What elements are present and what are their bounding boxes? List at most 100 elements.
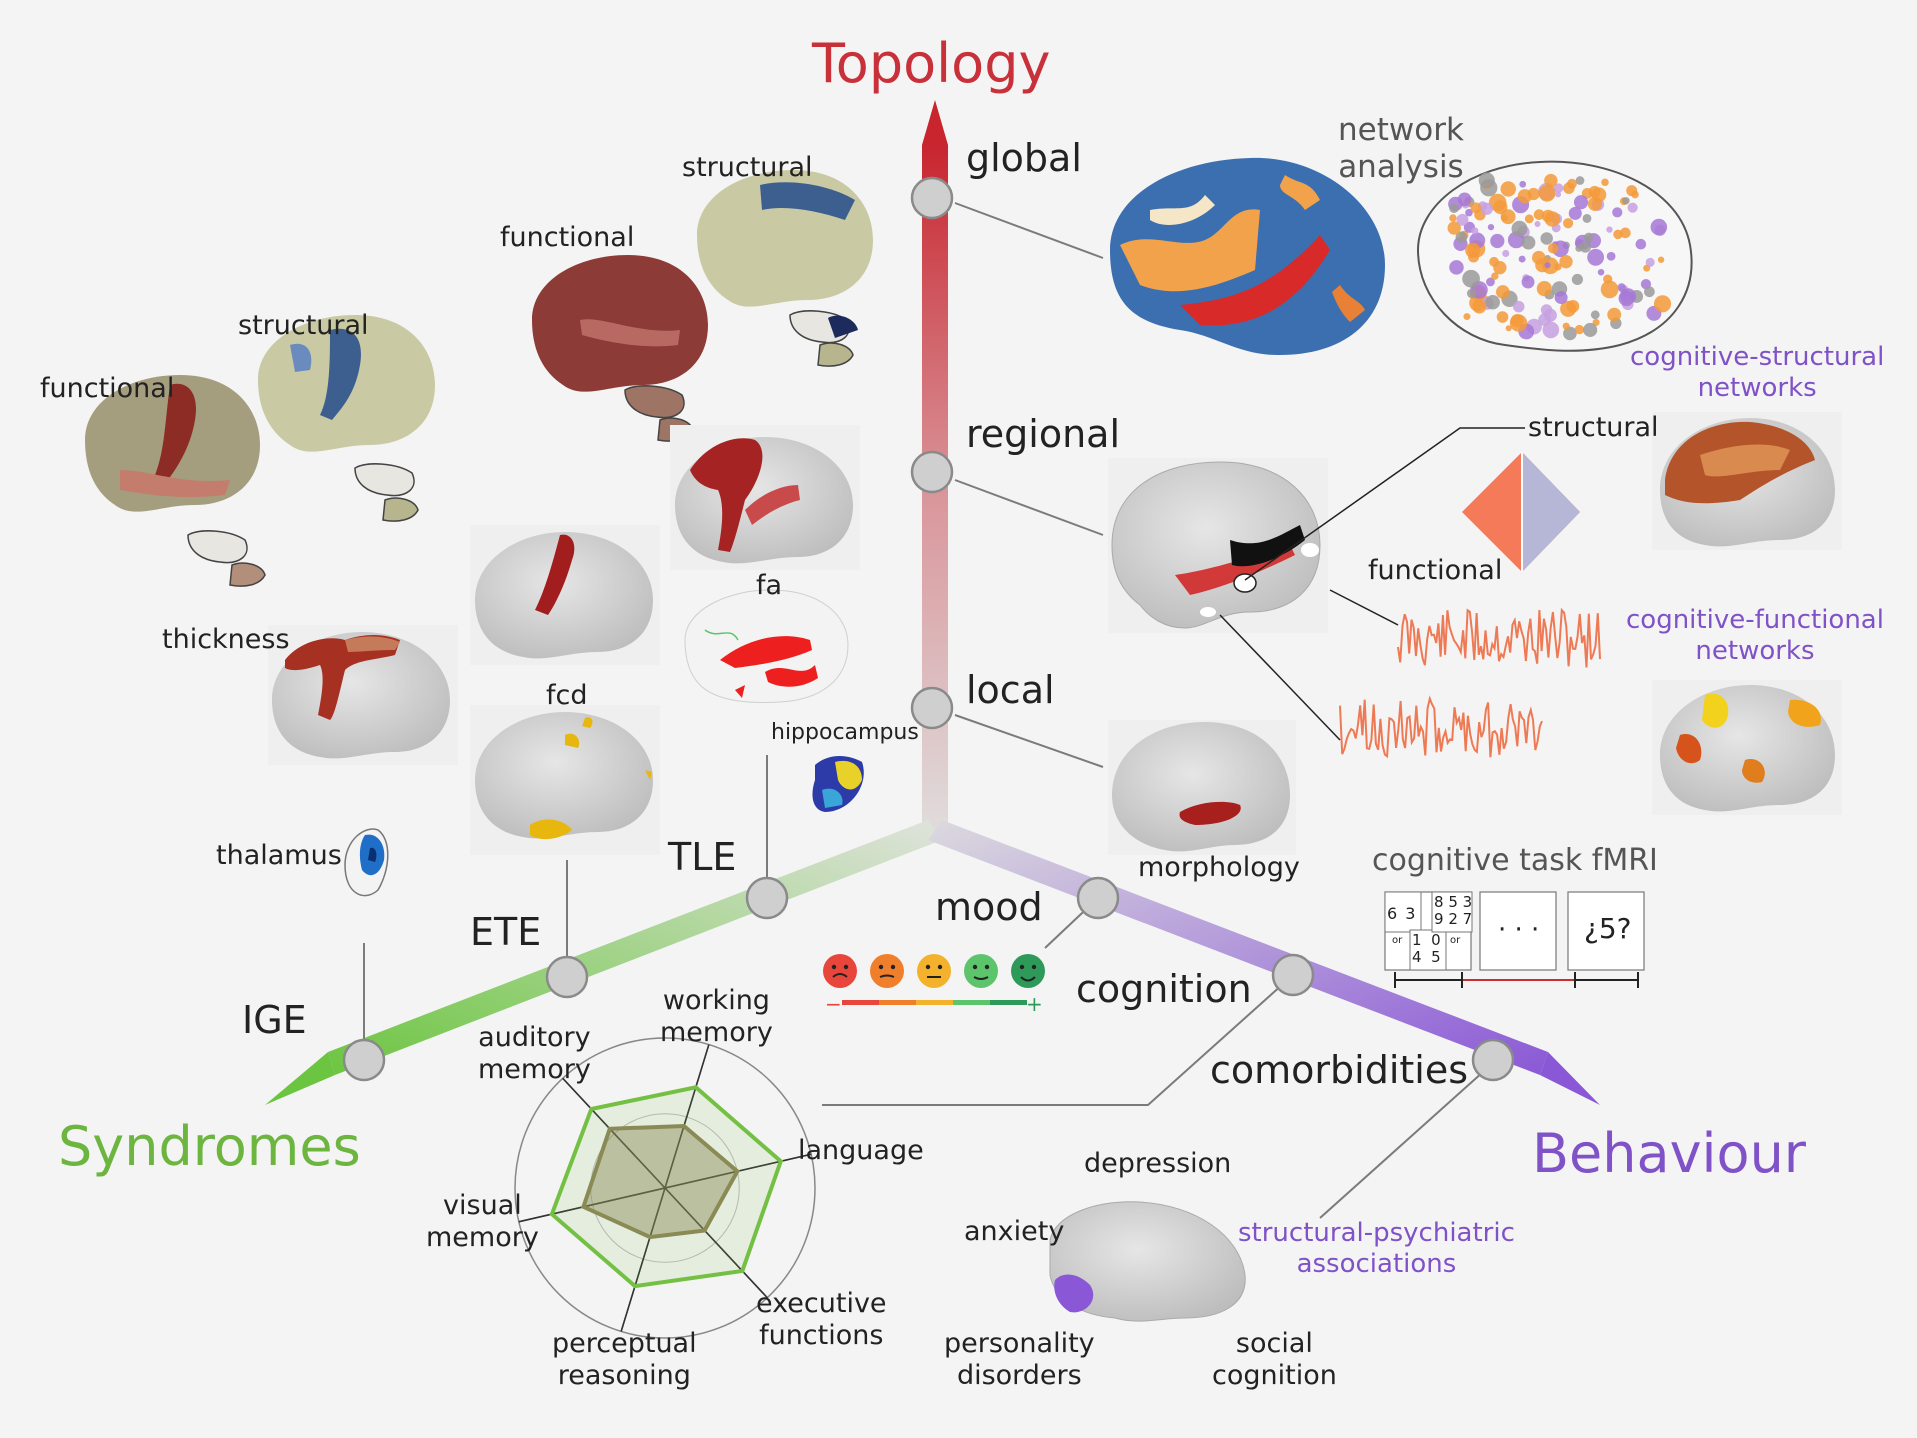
network-node — [1496, 311, 1509, 323]
region-callout-lines — [1219, 427, 1525, 741]
network-node — [1571, 273, 1583, 286]
network-analysis-label: network analysis — [1338, 112, 1464, 186]
limbic-region — [1054, 1274, 1094, 1313]
network-node — [1462, 269, 1480, 288]
network-node — [1490, 233, 1505, 249]
network-node — [1601, 178, 1609, 187]
node-global[interactable] — [910, 176, 954, 220]
network-node — [1471, 227, 1479, 235]
mood-face-eye — [843, 964, 849, 970]
network-node — [1612, 207, 1623, 218]
thalamus-pair-d — [789, 310, 858, 367]
ete-brain-top — [470, 525, 660, 665]
network-node — [1591, 187, 1607, 203]
global-brain-map — [1110, 157, 1385, 356]
network-node — [1487, 223, 1495, 231]
structural-brain-b — [697, 170, 873, 307]
functional-timeseries-label: functional — [1368, 555, 1503, 586]
network-node — [1480, 202, 1493, 215]
fcd-brain — [470, 705, 660, 855]
thalamus-label: thalamus — [216, 840, 342, 871]
mood-face-2 — [870, 954, 904, 988]
network-node — [1524, 214, 1534, 224]
node-regional[interactable] — [910, 450, 954, 494]
fa-brain — [684, 589, 849, 703]
mood-bar-segment — [990, 1000, 1027, 1005]
mood-face-eye — [831, 964, 837, 970]
behaviour-axis-title: Behaviour — [1532, 1122, 1807, 1185]
node-ete[interactable] — [545, 955, 589, 999]
network-node — [1517, 189, 1532, 204]
structural-brain-a — [258, 315, 435, 452]
mood-face-eye — [878, 964, 884, 970]
node-comorbidities[interactable] — [1471, 1038, 1515, 1082]
network-node — [1463, 313, 1471, 321]
node-cognition[interactable] — [1271, 953, 1315, 997]
hippocampus-label: hippocampus — [771, 720, 919, 745]
tle-label: TLE — [668, 835, 737, 879]
network-node — [1455, 231, 1468, 243]
network-node — [1554, 183, 1564, 193]
network-node — [1472, 299, 1487, 314]
radar-spoke — [562, 1077, 768, 1299]
mood-face-1 — [823, 954, 857, 988]
anxiety-label: anxiety — [964, 1216, 1065, 1247]
mood-bar-segment — [842, 1000, 879, 1005]
functional-brain-a — [85, 375, 260, 512]
cognitive-functional-label: cognitive-functional networks — [1626, 605, 1884, 667]
network-node — [1613, 229, 1623, 240]
functional-label-a: functional — [40, 373, 175, 404]
digit-grid-a2: 1 0 4 5 — [1412, 931, 1441, 966]
network-node — [1607, 307, 1622, 322]
syndromes-axis — [265, 820, 942, 1105]
callout-functional-a — [1329, 589, 1399, 626]
network-node — [1501, 214, 1508, 222]
morphology-label: morphology — [1138, 852, 1300, 883]
network-node — [1635, 238, 1647, 250]
network-node — [1457, 192, 1472, 207]
cognitive-functional-line-1: cognitive-functional — [1626, 605, 1884, 635]
network-node — [1627, 202, 1638, 213]
radar-series-inner — [580, 1124, 740, 1240]
thalamus-pair-b — [354, 463, 419, 522]
node-tle[interactable] — [745, 876, 789, 920]
node-mood[interactable] — [1076, 876, 1120, 920]
connector-global — [954, 202, 1104, 259]
thalamus-pair-a — [187, 530, 266, 587]
network-node — [1575, 176, 1585, 185]
network-node — [1626, 185, 1638, 197]
network-node — [1653, 295, 1672, 313]
structural-label-b: structural — [682, 152, 813, 183]
network-analysis-line-2: analysis — [1338, 149, 1464, 186]
network-node — [1563, 182, 1575, 194]
or-label-2: or — [1450, 935, 1461, 946]
timeseries-1 — [1397, 607, 1601, 668]
network-node — [1562, 322, 1570, 330]
connector-local — [954, 714, 1104, 768]
network-node — [1620, 227, 1631, 239]
network-node — [1518, 255, 1526, 263]
cognitive-structural-brain — [1652, 412, 1842, 550]
network-node — [1470, 202, 1482, 214]
network-node — [1449, 260, 1464, 275]
node-local[interactable] — [910, 686, 954, 730]
cognitive-functional-brain — [1652, 680, 1842, 815]
network-node — [1488, 193, 1507, 212]
network-node — [1465, 242, 1481, 258]
mood-face-eye — [925, 964, 931, 970]
mood-face-mouth — [832, 973, 848, 978]
network-node — [1563, 326, 1577, 341]
callout-functional-b — [1219, 614, 1341, 741]
network-node — [1521, 275, 1535, 289]
callout-structural — [1244, 427, 1525, 581]
network-node — [1493, 260, 1507, 275]
or-label-1: or — [1392, 935, 1403, 946]
network-node — [1606, 251, 1616, 261]
regional-brain — [1108, 458, 1328, 633]
thickness-brain — [268, 625, 458, 765]
network-node — [1449, 203, 1459, 214]
node-ige[interactable] — [342, 1038, 386, 1082]
